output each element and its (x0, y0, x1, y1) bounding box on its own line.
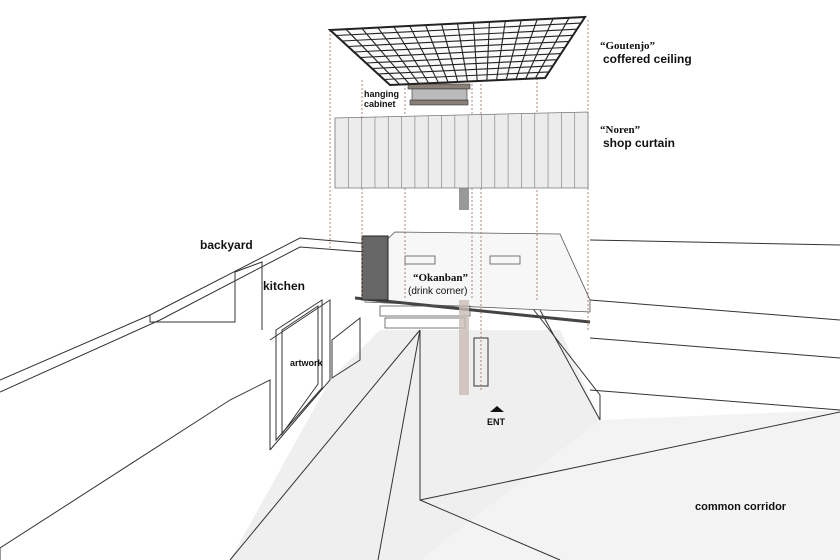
ent-label: ENT (487, 417, 505, 427)
artwork-label: artwork (290, 358, 323, 368)
ceiling-grid-line (341, 28, 578, 42)
pillar-lower (459, 300, 469, 395)
entrance-arrow-icon (490, 406, 504, 412)
hanging-cabinet (407, 83, 471, 106)
ceiling-grid-line (377, 65, 554, 75)
shop-grid (354, 231, 591, 329)
drink-corner-label: (drink corner) (408, 286, 468, 297)
ceiling-grid-line (371, 59, 558, 70)
common-corridor-label: common corridor (695, 501, 787, 513)
noren-curtain (334, 111, 589, 189)
noren-label: “Noren” (600, 124, 641, 136)
ceiling-grid-line (353, 40, 570, 53)
ceiling-grid-line (335, 22, 582, 37)
hanging-label-2: cabinet (364, 99, 396, 109)
ceiling-grid-line (347, 34, 574, 48)
okanban-label: “Okanban” (413, 272, 469, 284)
ceiling-grid-line (365, 53, 562, 64)
coffered-ceiling-label: coffered ceiling (603, 52, 692, 66)
ceiling-grid-line (359, 46, 566, 59)
dark-shelf (361, 235, 389, 301)
backyard-label: backyard (200, 238, 253, 252)
goutenjo-label: “Goutenjo” (600, 40, 655, 52)
kitchen-label: kitchen (263, 279, 306, 293)
shop-floor (230, 330, 600, 560)
shop-curtain-label: shop curtain (603, 136, 676, 150)
ceiling-grid-line (383, 71, 550, 81)
hanging-label-1: hanging (364, 89, 399, 99)
walls (0, 237, 840, 560)
